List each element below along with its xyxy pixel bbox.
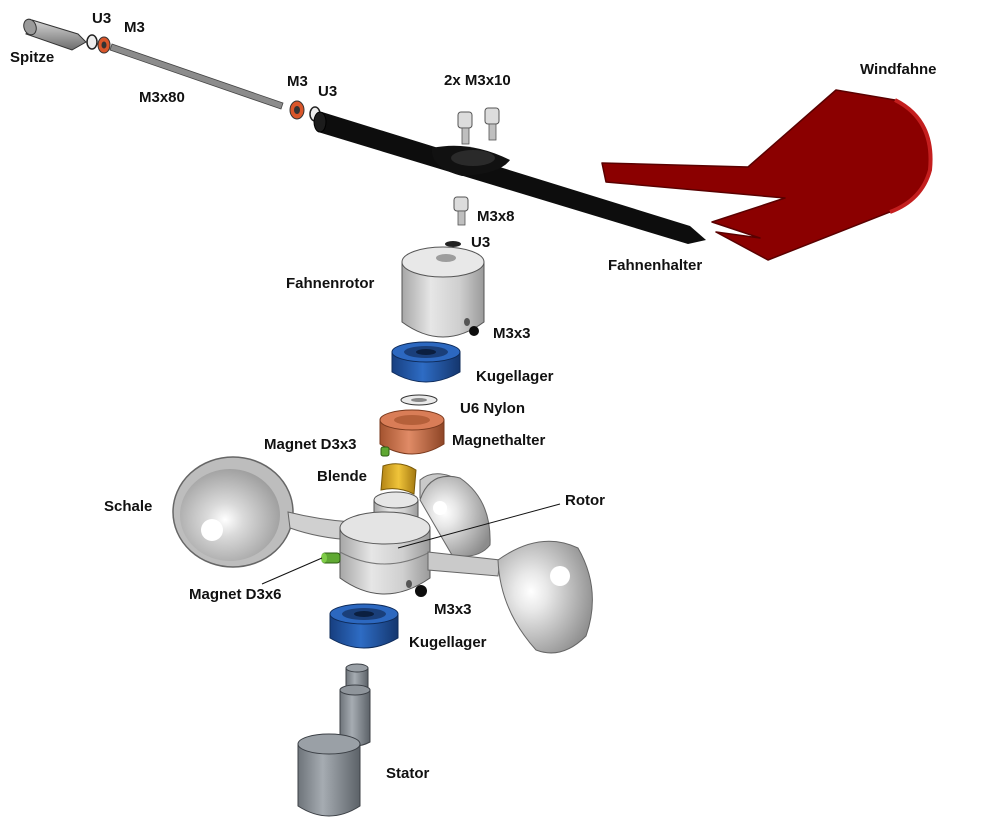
label-u3-low: U3 xyxy=(471,234,491,251)
label-2x-m3x10: 2x M3x10 xyxy=(444,72,511,89)
stator-part xyxy=(297,663,371,817)
label-schale: Schale xyxy=(104,498,153,515)
schale-rear xyxy=(419,475,491,557)
label-magnet-d3x6: Magnet D3x6 xyxy=(189,586,282,603)
label-kugellager-lower: Kugellager xyxy=(409,634,487,651)
label-fahnenrotor: Fahnenrotor xyxy=(286,275,375,292)
schale-right xyxy=(497,540,593,654)
label-u6-nylon: U6 Nylon xyxy=(460,400,526,417)
fahnenrotor-part xyxy=(401,246,485,338)
label-rotor: Rotor xyxy=(565,492,605,509)
label-m3x8: M3x8 xyxy=(477,208,515,225)
nut-m3-mid xyxy=(289,100,305,120)
spitze-part xyxy=(23,18,87,51)
label-fahnenhalter: Fahnenhalter xyxy=(608,257,703,274)
label-u3-mid: U3 xyxy=(318,83,338,100)
label-m3x80: M3x80 xyxy=(139,89,185,106)
threaded-rod-m3x80 xyxy=(109,43,284,110)
label-stator: Stator xyxy=(386,765,430,782)
label-m3x3-lower: M3x3 xyxy=(434,601,472,618)
label-magnet-d3x3: Magnet D3x3 xyxy=(264,436,357,453)
setscrew-m3x3-upper xyxy=(469,326,479,336)
schale-part xyxy=(172,456,353,568)
washer-u6-nylon xyxy=(400,394,438,406)
label-blende: Blende xyxy=(317,468,368,485)
magnet-d3x6-part xyxy=(321,552,341,564)
screw-m3x8 xyxy=(453,196,469,226)
leader-rotor xyxy=(397,503,561,549)
screw-m3x10-a xyxy=(457,111,473,145)
cup-arm-right xyxy=(427,551,501,577)
setscrew-m3x3-lower xyxy=(415,585,427,597)
magnethalter-part xyxy=(379,409,445,455)
kugellager-upper-part xyxy=(391,341,461,383)
washer-u3-top xyxy=(86,34,98,50)
rotor-part xyxy=(339,491,431,595)
windfahne-part xyxy=(601,89,933,261)
label-m3x3-upper: M3x3 xyxy=(493,325,531,342)
screw-m3x10-b xyxy=(484,107,500,141)
kugellager-lower-part xyxy=(329,603,399,649)
label-m3-mid: M3 xyxy=(287,73,308,90)
label-windfahne: Windfahne xyxy=(860,61,937,78)
leader-magnet-d3x6 xyxy=(261,557,323,585)
label-u3-top: U3 xyxy=(92,10,112,27)
label-m3-top: M3 xyxy=(124,19,145,36)
magnet-d3x3-part xyxy=(380,446,390,457)
blende-part xyxy=(380,463,417,495)
label-spitze: Spitze xyxy=(10,49,55,66)
label-magnethalter: Magnethalter xyxy=(452,432,546,449)
label-kugellager-upper: Kugellager xyxy=(476,368,554,385)
washer-u3-low xyxy=(445,241,461,247)
nut-m3-top xyxy=(97,36,111,54)
fahnenhalter-part xyxy=(313,111,706,244)
